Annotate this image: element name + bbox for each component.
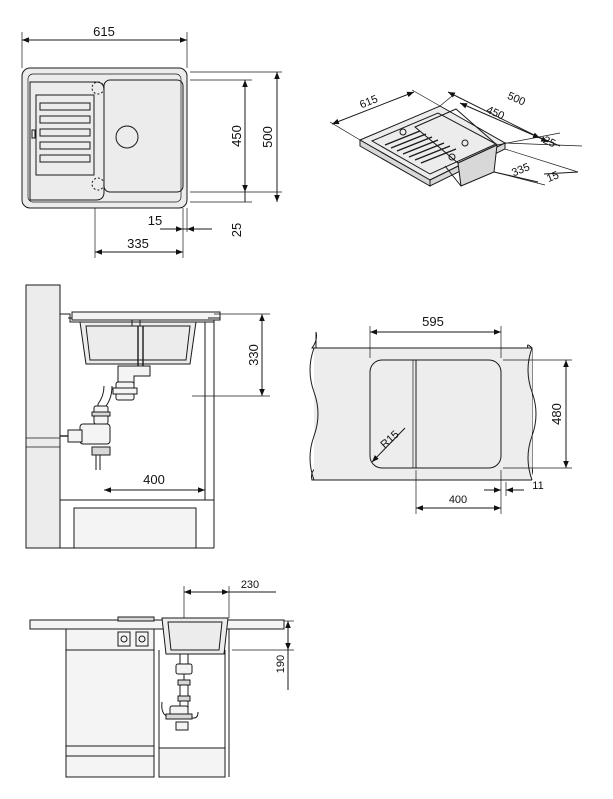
cutout-width-label: 595 <box>422 314 444 329</box>
top-view-plan: 615 450 500 25 15 335 <box>21 24 282 258</box>
iso-edge-offset-a-label: 25 <box>541 134 557 150</box>
bowl <box>103 79 184 193</box>
cabinet-side-wall <box>25 284 61 549</box>
cabinet-front-view: 330 400 <box>25 284 270 549</box>
iso-edge-offset-b-label: 15 <box>545 169 561 185</box>
cutout-offset-label: 400 <box>449 494 467 506</box>
side-bowl <box>161 617 229 655</box>
dim-width-label: 615 <box>93 24 115 39</box>
cutout-margin-label: 11 <box>532 480 543 492</box>
cutout-opening <box>369 359 502 469</box>
iso-drainer-ribs <box>384 130 457 164</box>
dim-bowl-width-label: 335 <box>127 236 149 251</box>
cutout-view: 595 480 R15 400 11 <box>309 314 572 514</box>
side-depth-label: 190 <box>275 655 287 673</box>
cabinet-height-label: 330 <box>246 344 261 366</box>
cabinet-drawer <box>73 507 197 549</box>
dim-front-offset-label: 25 <box>229 223 244 237</box>
radius-leader <box>371 427 406 463</box>
side-countertop <box>29 619 285 630</box>
dim-edge-offset-label: 15 <box>148 213 162 228</box>
iso-width-label: 615 <box>358 93 380 111</box>
side-cabinet-left <box>65 628 155 778</box>
overhang-label: 230 <box>241 579 259 591</box>
iso-view: 615 500 450 25 335 15 <box>329 89 583 187</box>
dim-bowl-depth-label: 450 <box>229 125 244 147</box>
drain-offset-label: 400 <box>143 472 165 487</box>
dim-depth-label: 500 <box>260 126 275 148</box>
iso-bowl-width-label: 335 <box>510 161 532 179</box>
iso-depth-label: 500 <box>505 90 527 108</box>
side-view: 230 190 <box>29 579 294 778</box>
drainer-ribs <box>39 102 91 163</box>
cutout-depth-label: 480 <box>549 403 564 425</box>
drain-hole <box>115 125 139 149</box>
